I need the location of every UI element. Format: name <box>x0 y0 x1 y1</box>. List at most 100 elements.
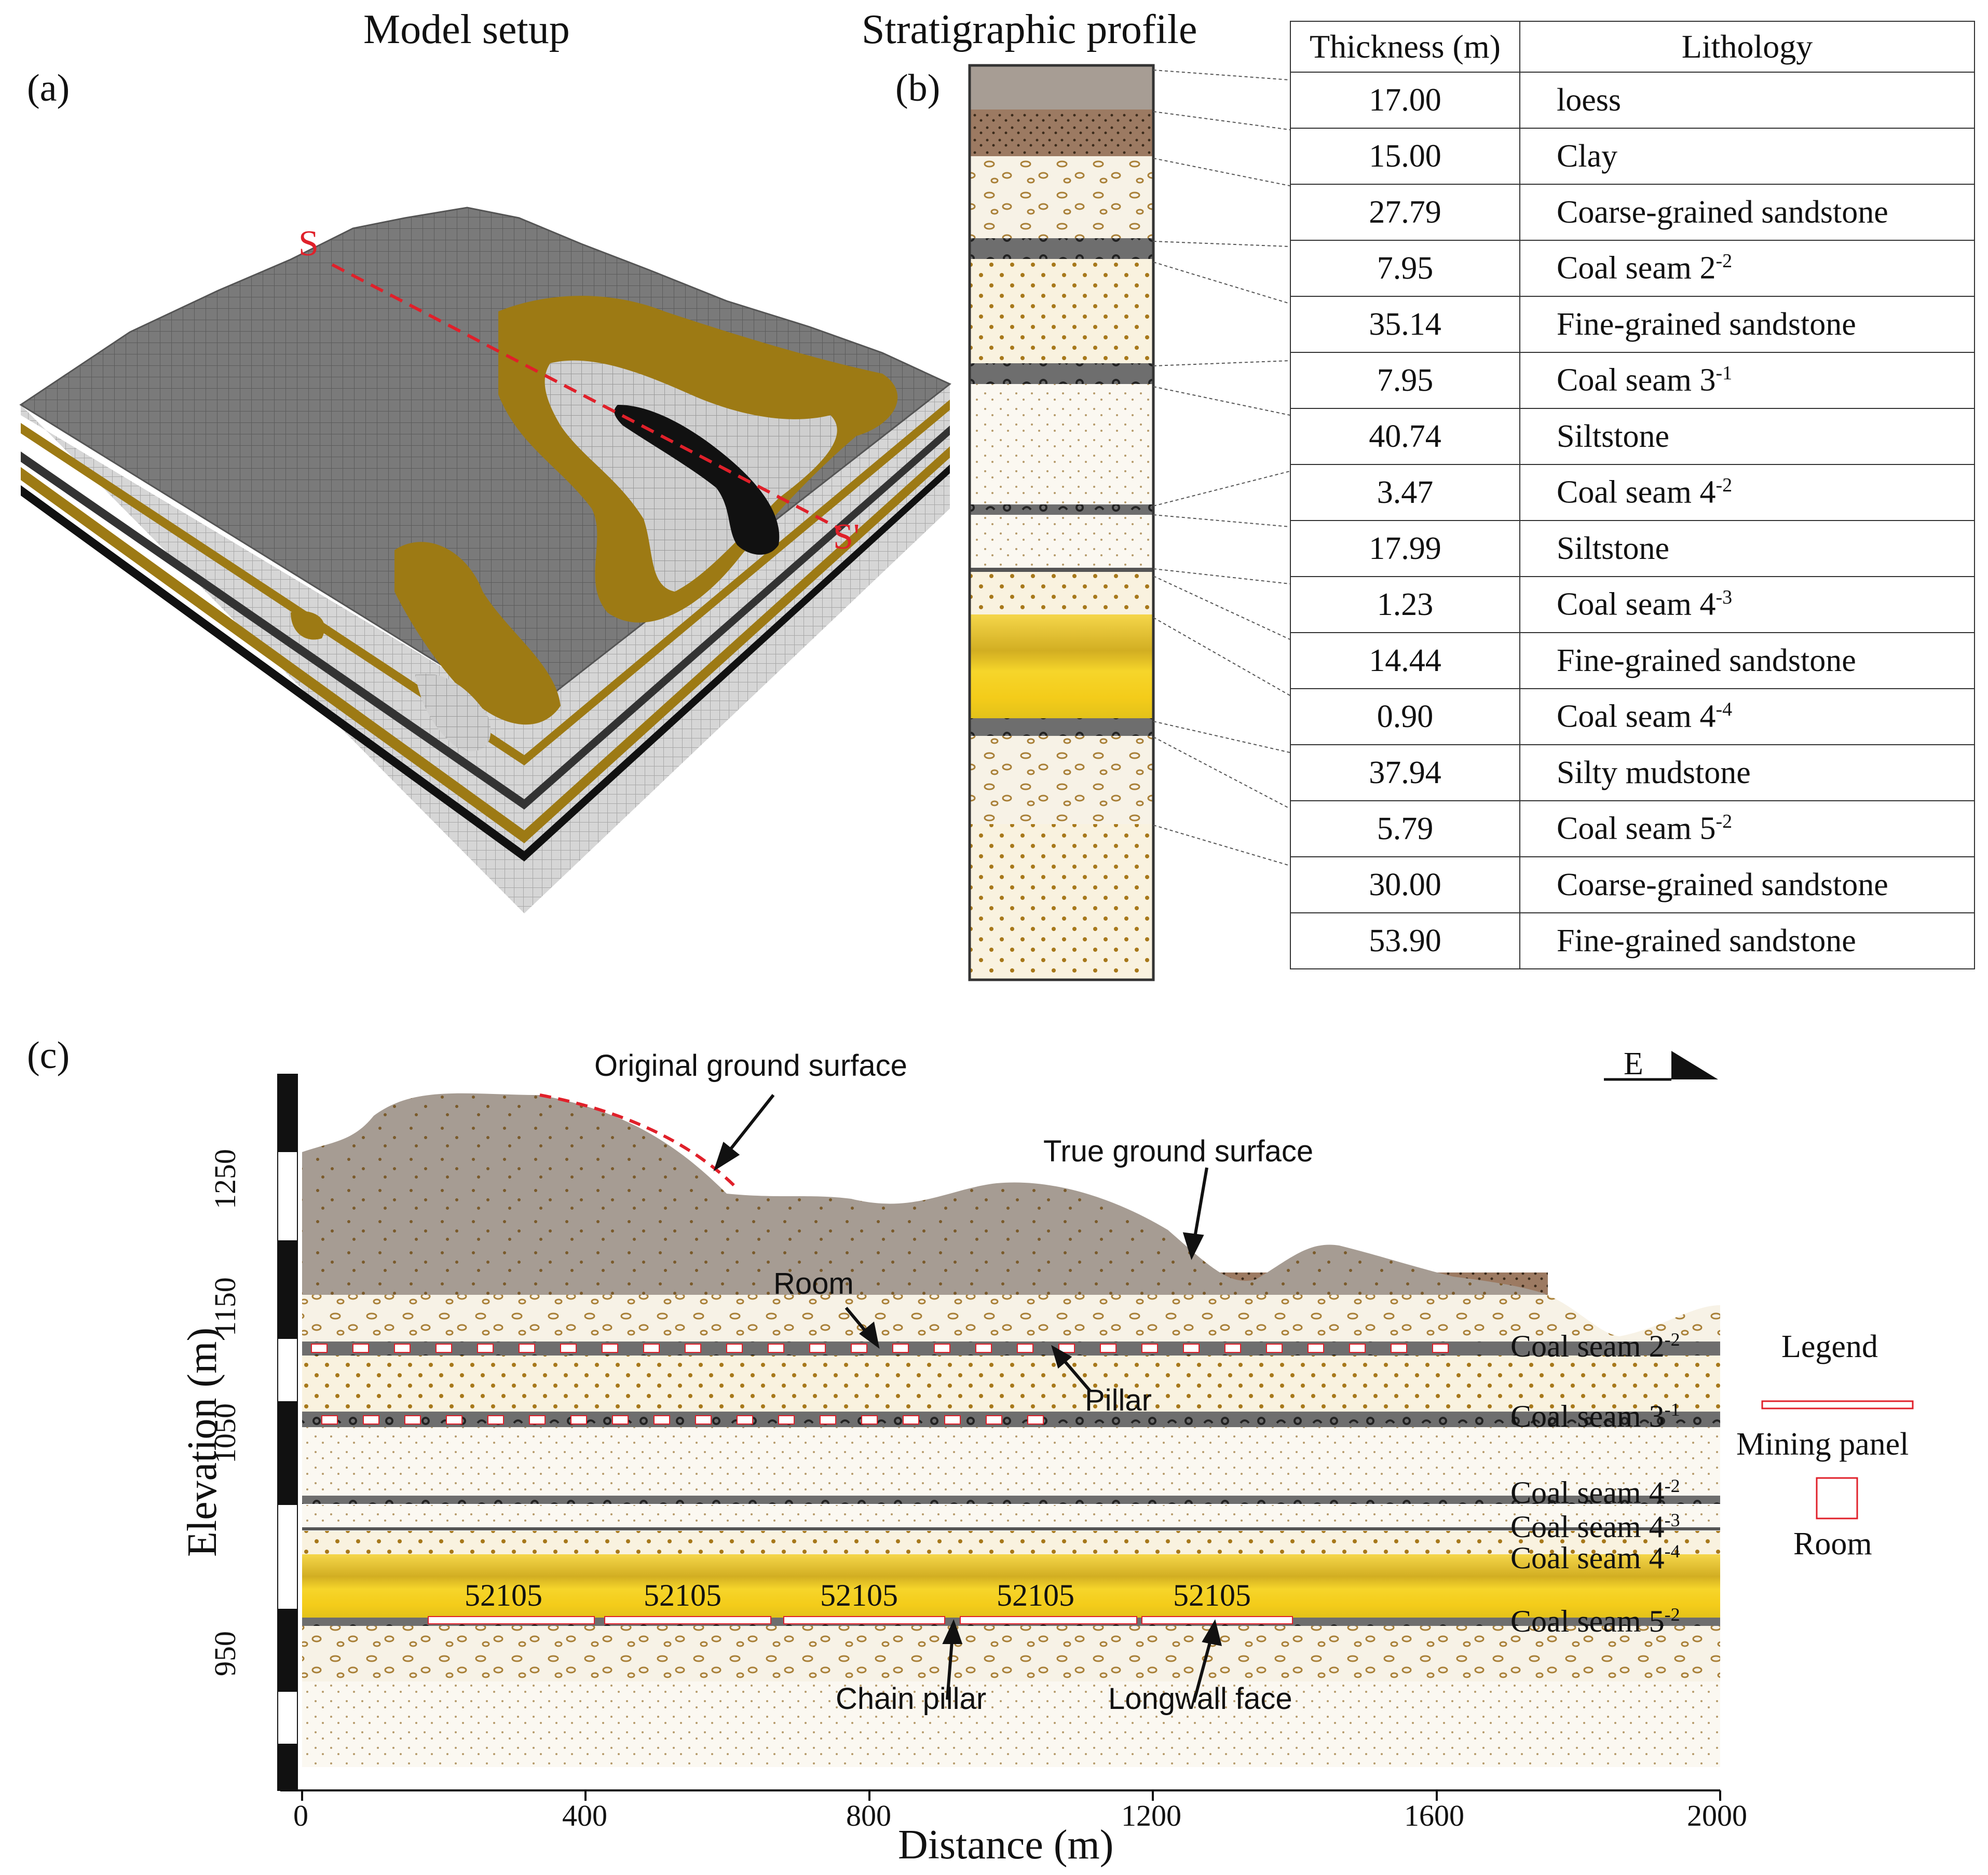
lithology-cell: Coal seam 2-2 <box>1519 240 1975 297</box>
lithology-cell: Coarse-grained sandstone <box>1519 184 1975 241</box>
y-tick: 950 <box>208 1631 242 1676</box>
lithology-name: Siltstone <box>1557 418 1670 454</box>
lithology-cell: Coarse-grained sandstone <box>1519 856 1975 913</box>
lithology-cell: Coal seam 4-2 <box>1519 464 1975 521</box>
legend-title: Legend <box>1781 1329 1878 1364</box>
thickness-cell: 17.00 <box>1290 72 1520 129</box>
panel-number: 52105 <box>644 1578 721 1612</box>
seam-label-4-2: Coal seam 4-2 <box>1510 1475 1680 1510</box>
thickness-cell: 53.90 <box>1290 912 1520 969</box>
lithology-name: Coal seam 4 <box>1557 586 1716 622</box>
lithology-name: loess <box>1557 82 1621 118</box>
seam-label-4-3: Coal seam 4-3 <box>1510 1510 1680 1544</box>
lithology-row: 1.23 Coal seam 4-3 <box>1290 576 1975 633</box>
lithology-superscript: -3 <box>1715 586 1733 609</box>
thickness-cell: 14.44 <box>1290 632 1520 689</box>
lithology-superscript: -2 <box>1715 474 1733 497</box>
stratigraphic-column <box>968 64 1155 981</box>
header-thickness: Thickness (m) <box>1290 21 1520 73</box>
panel-a-label: (a) <box>27 67 70 110</box>
lithology-cell: Silty mudstone <box>1519 744 1975 801</box>
thickness-cell: 0.90 <box>1290 688 1520 745</box>
panel-number: 52105 <box>1173 1578 1251 1612</box>
seam-label-4-4: Coal seam 4-4 <box>1510 1541 1680 1575</box>
panel-a-title: Model setup <box>363 7 570 52</box>
panel-b-label: (b) <box>895 67 941 110</box>
panel-b-title: Stratigraphic profile <box>862 7 1197 52</box>
header-lithology: Lithology <box>1519 21 1975 73</box>
lithology-name: Coal seam 2 <box>1557 250 1716 286</box>
x-tick: 400 <box>562 1799 607 1832</box>
lithology-row: 53.90 Fine-grained sandstone <box>1290 912 1975 969</box>
x-tick: 0 <box>293 1799 308 1832</box>
longwall-face-label: Longwall face <box>1108 1682 1292 1716</box>
room-label: Room <box>773 1267 854 1301</box>
lithology-cell: Clay <box>1519 128 1975 185</box>
lithology-cell: Fine-grained sandstone <box>1519 632 1975 689</box>
lithology-cell: Coal seam 3-1 <box>1519 352 1975 409</box>
lithology-cell: Fine-grained sandstone <box>1519 912 1975 969</box>
lithology-name: Fine-grained sandstone <box>1557 923 1856 959</box>
lithology-name: Coal seam 4 <box>1557 474 1716 510</box>
lithology-name: Coal seam 3 <box>1557 362 1716 398</box>
lithology-superscript: -2 <box>1715 250 1733 272</box>
legend-room: Room <box>1793 1526 1872 1562</box>
chain-pillar-label: Chain pillar <box>836 1682 987 1716</box>
section-end-label: S' <box>833 517 860 557</box>
x-tick: 2000 <box>1687 1799 1747 1832</box>
thickness-cell: 15.00 <box>1290 128 1520 185</box>
lithology-row: 15.00 Clay <box>1290 128 1975 185</box>
lithology-cell: Siltstone <box>1519 408 1975 465</box>
lithology-cell: loess <box>1519 72 1975 129</box>
lithology-row: 5.79 Coal seam 5-2 <box>1290 800 1975 857</box>
section-start-label: S <box>298 224 319 264</box>
lithology-superscript: -4 <box>1715 699 1733 721</box>
y-axis-title: Elevation (m) <box>180 1327 225 1557</box>
lithology-cell: Coal seam 4-4 <box>1519 688 1975 745</box>
thickness-cell: 17.99 <box>1290 520 1520 577</box>
thickness-cell: 30.00 <box>1290 856 1520 913</box>
lithology-cell: Fine-grained sandstone <box>1519 296 1975 353</box>
legend-mining-panel: Mining panel <box>1736 1427 1909 1462</box>
lithology-name: Coal seam 5 <box>1557 811 1716 846</box>
y-tick: 1250 <box>208 1149 242 1209</box>
lithology-name: Fine-grained sandstone <box>1557 306 1856 342</box>
original-ground-label: Original ground surface <box>594 1049 907 1083</box>
lithology-superscript: -2 <box>1715 811 1733 833</box>
thickness-cell: 35.14 <box>1290 296 1520 353</box>
panel-number: 52105 <box>820 1578 898 1612</box>
pillar-label: Pillar <box>1085 1384 1152 1417</box>
x-tick: 1200 <box>1121 1799 1181 1832</box>
lithology-name: Coal seam 4 <box>1557 699 1716 734</box>
lithology-name: Fine-grained sandstone <box>1557 642 1856 678</box>
panel-c-label: (c) <box>27 1034 70 1077</box>
panel-number: 52105 <box>997 1578 1074 1612</box>
seam-label-3-1: Coal seam 3-1 <box>1510 1399 1680 1433</box>
lithology-name: Silty mudstone <box>1557 755 1751 790</box>
true-ground-label: True ground surface <box>1043 1134 1314 1168</box>
lithology-row: 14.44 Fine-grained sandstone <box>1290 632 1975 689</box>
model-setup-mesh <box>19 207 951 913</box>
lithology-row: 37.94 Silty mudstone <box>1290 744 1975 801</box>
thickness-cell: 27.79 <box>1290 184 1520 241</box>
column-connector-lines <box>1153 70 1290 866</box>
lithology-row: 35.14 Fine-grained sandstone <box>1290 296 1975 353</box>
thickness-cell: 5.79 <box>1290 800 1520 857</box>
thickness-cell: 37.94 <box>1290 744 1520 801</box>
cross-section <box>302 1051 1914 1767</box>
lithology-superscript: -1 <box>1715 362 1733 385</box>
north-arrow-label: E <box>1624 1046 1643 1082</box>
panel-number: 52105 <box>465 1578 542 1612</box>
lithology-name: Clay <box>1557 138 1618 174</box>
x-tick: 800 <box>846 1799 891 1832</box>
lithology-cell: Siltstone <box>1519 520 1975 577</box>
seam-label-5-2: Coal seam 5-2 <box>1510 1604 1680 1638</box>
x-axis-title: Distance (m) <box>898 1822 1114 1868</box>
thickness-cell: 1.23 <box>1290 576 1520 633</box>
